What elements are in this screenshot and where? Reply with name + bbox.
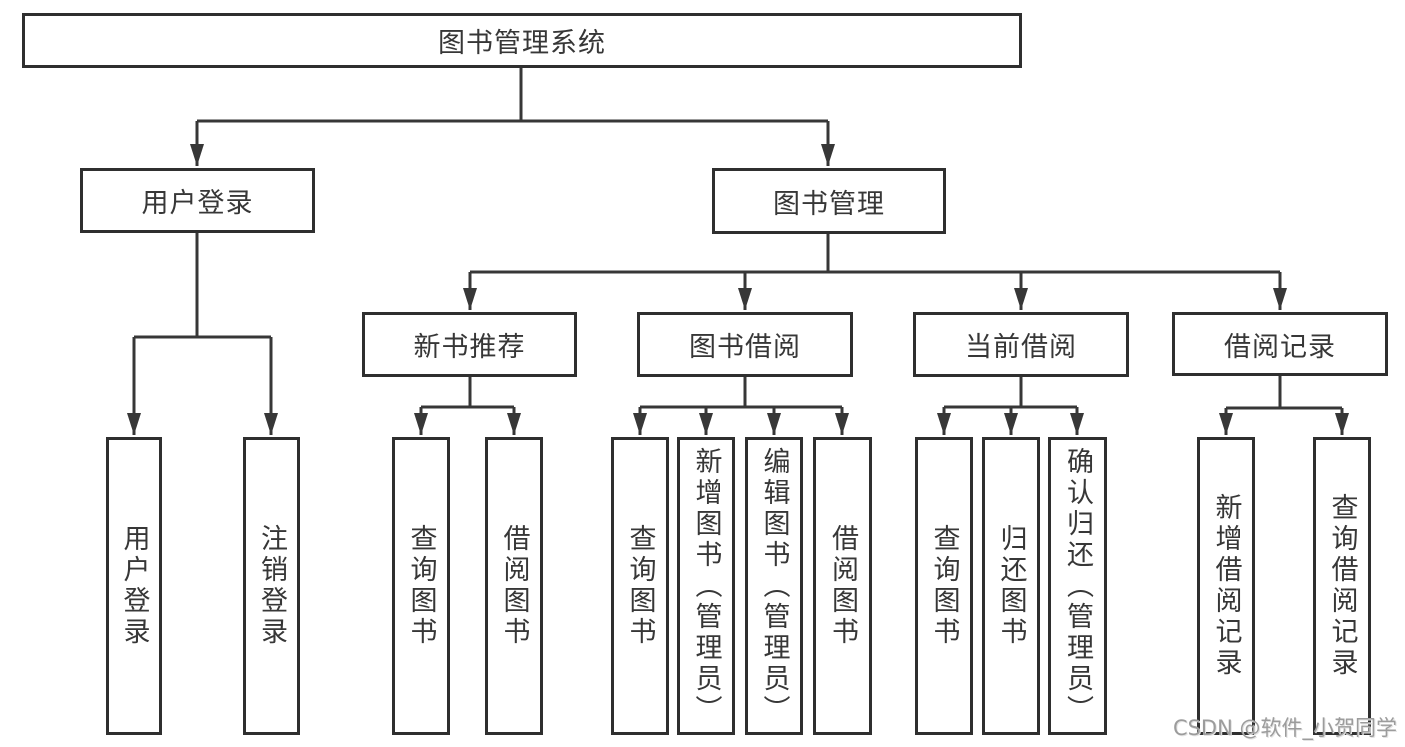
leaf-rec-query-books-label: 查询图书 [405, 524, 437, 648]
node-root-label: 图书管理系统 [438, 28, 606, 59]
leaf-rec-query-books: 查询图书 [392, 437, 450, 735]
leaf-rec-borrow-books-label: 借阅图书 [498, 524, 530, 648]
leaf-cur-query-books: 查询图书 [915, 437, 973, 735]
leaf-cur-query-books-label: 查询图书 [928, 524, 960, 648]
leaf-hist-add-record-label: 新增借阅记录 [1210, 493, 1242, 679]
leaf-user-login: 用户登录 [106, 437, 162, 735]
node-borrow-records: 借阅记录 [1172, 312, 1388, 376]
node-root: 图书管理系统 [22, 13, 1022, 68]
leaf-bor-query-books: 查询图书 [611, 437, 669, 735]
leaf-logout: 注销登录 [243, 437, 300, 735]
node-new-book-recommend: 新书推荐 [362, 312, 577, 377]
leaf-cur-confirm-return-admin-label: 确认归还（管理员） [1062, 446, 1093, 726]
node-user-login-label: 用户登录 [141, 188, 254, 219]
node-borrow-records-label: 借阅记录 [1224, 331, 1336, 363]
node-book-management-label: 图书管理 [773, 188, 885, 220]
leaf-bor-edit-books-admin-label: 编辑图书（管理员） [758, 446, 790, 726]
node-book-borrow: 图书借阅 [637, 312, 853, 377]
node-current-borrow-label: 当前借阅 [965, 332, 1077, 363]
leaf-hist-query-record-label: 查询借阅记录 [1326, 493, 1358, 679]
leaf-hist-query-record: 查询借阅记录 [1313, 437, 1371, 735]
leaf-bor-add-books-admin-label: 新增图书（管理员） [690, 446, 722, 726]
node-user-login: 用户登录 [80, 168, 315, 233]
leaf-user-login-label: 用户登录 [118, 524, 150, 648]
leaf-cur-return-books-label: 归还图书 [995, 524, 1027, 648]
leaf-bor-borrow-books: 借阅图书 [813, 437, 872, 735]
node-book-management: 图书管理 [712, 168, 946, 234]
leaf-hist-add-record: 新增借阅记录 [1197, 437, 1255, 735]
leaf-cur-return-books: 归还图书 [982, 437, 1040, 735]
node-current-borrow: 当前借阅 [913, 312, 1129, 377]
csdn-watermark: CSDN @软件_小贺同学 [1172, 716, 1397, 740]
leaf-bor-query-books-label: 查询图书 [624, 524, 656, 648]
leaf-logout-label: 注销登录 [256, 524, 287, 648]
node-book-borrow-label: 图书借阅 [689, 332, 801, 363]
leaf-bor-add-books-admin: 新增图书（管理员） [677, 437, 735, 735]
node-new-book-recommend-label: 新书推荐 [413, 332, 526, 363]
leaf-cur-confirm-return-admin: 确认归还（管理员） [1048, 437, 1107, 735]
leaf-bor-edit-books-admin: 编辑图书（管理员） [745, 437, 803, 735]
leaf-rec-borrow-books: 借阅图书 [485, 437, 543, 735]
leaf-bor-borrow-books-label: 借阅图书 [827, 524, 858, 648]
